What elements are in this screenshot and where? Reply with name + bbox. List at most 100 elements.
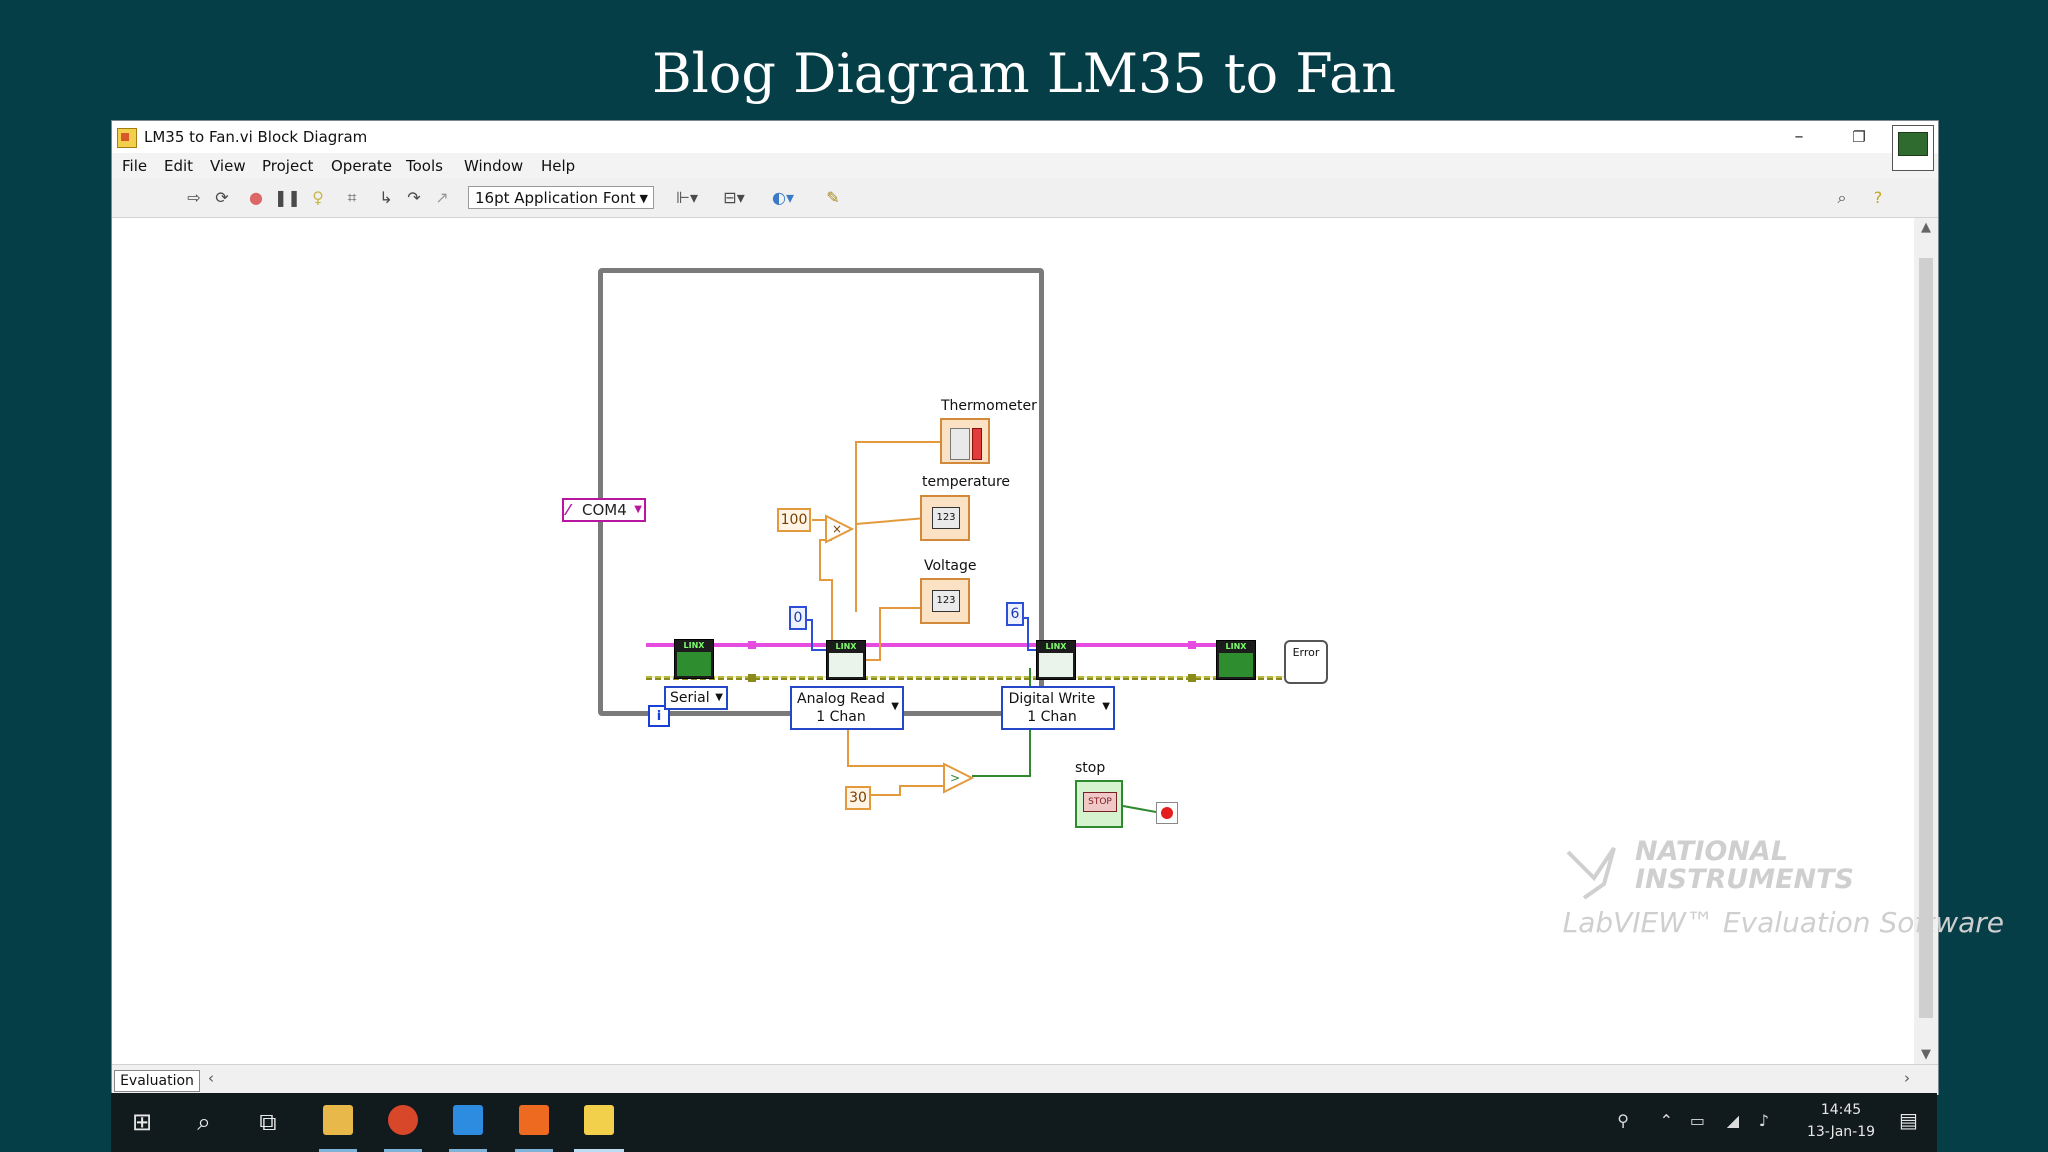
- step-out-icon[interactable]: ↗: [435, 188, 449, 207]
- chrome-icon[interactable]: [388, 1105, 418, 1135]
- multiply-to-temperature-wire[interactable]: [855, 517, 927, 525]
- notification-icon[interactable]: ▤: [1899, 1108, 1918, 1132]
- temperature-to-compare-wire[interactable]: [847, 730, 944, 767]
- scroll-left-icon[interactable]: ‹: [208, 1069, 214, 1087]
- stop-wire[interactable]: [1122, 805, 1157, 813]
- restore-button[interactable]: ❐: [1852, 128, 1866, 146]
- menu-tools[interactable]: Tools: [406, 157, 443, 175]
- loop-tunnel-error-out: [1188, 674, 1196, 682]
- step-over-icon[interactable]: ↷: [407, 188, 421, 207]
- digital-write-selector[interactable]: Digital Write 1 Chan ▼: [1001, 686, 1115, 730]
- thermometer-scale: [950, 428, 970, 460]
- linx-open-vi[interactable]: LINX: [674, 639, 714, 679]
- menu-help[interactable]: Help: [541, 157, 576, 175]
- analog-read-vi[interactable]: LINX: [826, 640, 866, 680]
- chevron-down-icon: ▼: [891, 701, 899, 712]
- evaluation-tab[interactable]: Evaluation: [114, 1070, 200, 1092]
- threshold-wire[interactable]: [870, 785, 944, 796]
- menu-window[interactable]: Window: [464, 157, 524, 175]
- run-continuously-icon[interactable]: ⟳: [215, 188, 229, 207]
- network-icon[interactable]: ◢: [1726, 1111, 1739, 1130]
- scroll-thumb[interactable]: [1919, 258, 1933, 1018]
- labview-taskbar-icon[interactable]: [584, 1105, 614, 1135]
- people-icon[interactable]: ⚲: [1617, 1111, 1629, 1130]
- linx-close-vi[interactable]: LINX: [1216, 640, 1256, 680]
- taskbar-clock[interactable]: 14:45 13-Jan-19: [1801, 1099, 1881, 1143]
- word-icon[interactable]: [453, 1105, 483, 1135]
- labview-app-icon: [117, 128, 137, 148]
- align-objects-icon[interactable]: ⊩▾: [676, 188, 698, 207]
- vertical-scrollbar[interactable]: ▲ ▼: [1914, 218, 1938, 1064]
- multiply-to-thermometer-wire[interactable]: [855, 441, 940, 524]
- clock-date: 13-Jan-19: [1806, 1124, 1876, 1140]
- battery-icon[interactable]: ▭: [1689, 1111, 1705, 1130]
- volume-icon[interactable]: ♪: [1758, 1111, 1769, 1130]
- menu-project[interactable]: Project: [262, 157, 314, 175]
- labview-evaluation-text: LabVIEW™ Evaluation Software: [1562, 906, 2004, 939]
- help-icon[interactable]: ?: [1873, 188, 1883, 207]
- highlight-execution-icon[interactable]: ♀: [312, 188, 324, 207]
- menu-operate[interactable]: Operate: [331, 157, 393, 175]
- voltage-to-multiply-wire[interactable]: [819, 539, 833, 648]
- search-icon[interactable]: ⌕: [1837, 188, 1847, 207]
- window-title: LM35 to Fan.vi Block Diagram: [144, 128, 368, 146]
- chevron-down-icon: ▼: [1102, 701, 1110, 712]
- analog-read-selector[interactable]: Analog Read 1 Chan ▼: [790, 686, 904, 730]
- abort-icon[interactable]: ●: [249, 188, 263, 207]
- scroll-down-icon[interactable]: ▼: [1921, 1047, 1931, 1062]
- title-bar[interactable]: LM35 to Fan.vi Block Diagram – ❐ ✕: [112, 121, 1938, 153]
- stop-button[interactable]: STOP: [1075, 780, 1123, 828]
- thermometer-indicator[interactable]: [940, 418, 990, 464]
- iteration-terminal[interactable]: i: [648, 705, 670, 727]
- chevron-down-icon: ▼: [634, 504, 642, 515]
- temperature-indicator[interactable]: 123: [920, 495, 970, 541]
- word-active-bar: [449, 1149, 487, 1152]
- loop-tunnel-error-in: [748, 674, 756, 682]
- digital-pulse-icon: [1039, 653, 1073, 677]
- block-diagram-canvas[interactable]: [112, 218, 1912, 1064]
- constant-30[interactable]: 30: [845, 786, 871, 810]
- simple-error-handler[interactable]: Error: [1284, 640, 1328, 684]
- task-view-icon[interactable]: ⧉: [259, 1108, 277, 1136]
- linx-close-icon: [1219, 653, 1253, 677]
- reorder-icon[interactable]: ◐▾: [772, 188, 794, 207]
- multiply-node[interactable]: [825, 514, 855, 544]
- constant-pin-6[interactable]: 6: [1006, 602, 1024, 626]
- distribute-objects-icon[interactable]: ⊟▾: [723, 188, 745, 207]
- file-explorer-icon[interactable]: [323, 1105, 353, 1135]
- cleanup-diagram-icon[interactable]: ✎: [826, 188, 840, 207]
- menu-edit[interactable]: Edit: [164, 157, 194, 175]
- chevron-down-icon: ▼: [639, 192, 648, 205]
- ni-eagle-icon: [1566, 846, 1616, 900]
- scroll-up-icon[interactable]: ▲: [1921, 220, 1931, 235]
- chevron-up-icon[interactable]: ⌃: [1659, 1111, 1673, 1130]
- status-bar: Evaluation ‹ ›: [112, 1064, 1938, 1095]
- run-arrow-icon[interactable]: ⇨: [187, 188, 201, 207]
- constant-100[interactable]: 100: [777, 508, 811, 532]
- retain-wire-values-icon[interactable]: ⌗: [347, 188, 357, 207]
- greater-than-node[interactable]: [943, 762, 975, 794]
- powerpoint-active-bar: [515, 1149, 553, 1152]
- temperature-label: temperature: [922, 474, 1010, 490]
- windows-start-icon[interactable]: ⊞: [131, 1108, 153, 1136]
- voltage-indicator[interactable]: 123: [920, 578, 970, 624]
- digital-write-vi[interactable]: LINX: [1036, 640, 1076, 680]
- minimize-button[interactable]: –: [1794, 126, 1804, 147]
- linx-open-icon: [677, 652, 711, 676]
- connection-type-select[interactable]: Serial ▼: [664, 686, 728, 710]
- thermometer-bar: [972, 428, 982, 460]
- font-select[interactable]: 16pt Application Font ▼: [468, 186, 654, 209]
- com-port-control[interactable]: ⁄ COM4 ▼: [562, 498, 646, 522]
- loop-tunnel-visa-out: [1188, 641, 1196, 649]
- step-into-icon[interactable]: ↳: [379, 188, 393, 207]
- powerpoint-icon[interactable]: [519, 1105, 549, 1135]
- menu-view[interactable]: View: [210, 157, 246, 175]
- menu-file[interactable]: File: [122, 157, 148, 175]
- vi-icon[interactable]: [1892, 125, 1934, 171]
- constant-pin-0[interactable]: 0: [789, 606, 807, 630]
- search-icon[interactable]: ⌕: [197, 1108, 211, 1136]
- loop-condition-terminal[interactable]: [1156, 802, 1178, 824]
- while-loop[interactable]: [598, 268, 1044, 716]
- scroll-right-icon[interactable]: ›: [1904, 1069, 1910, 1087]
- chrome-active-bar: [384, 1149, 422, 1152]
